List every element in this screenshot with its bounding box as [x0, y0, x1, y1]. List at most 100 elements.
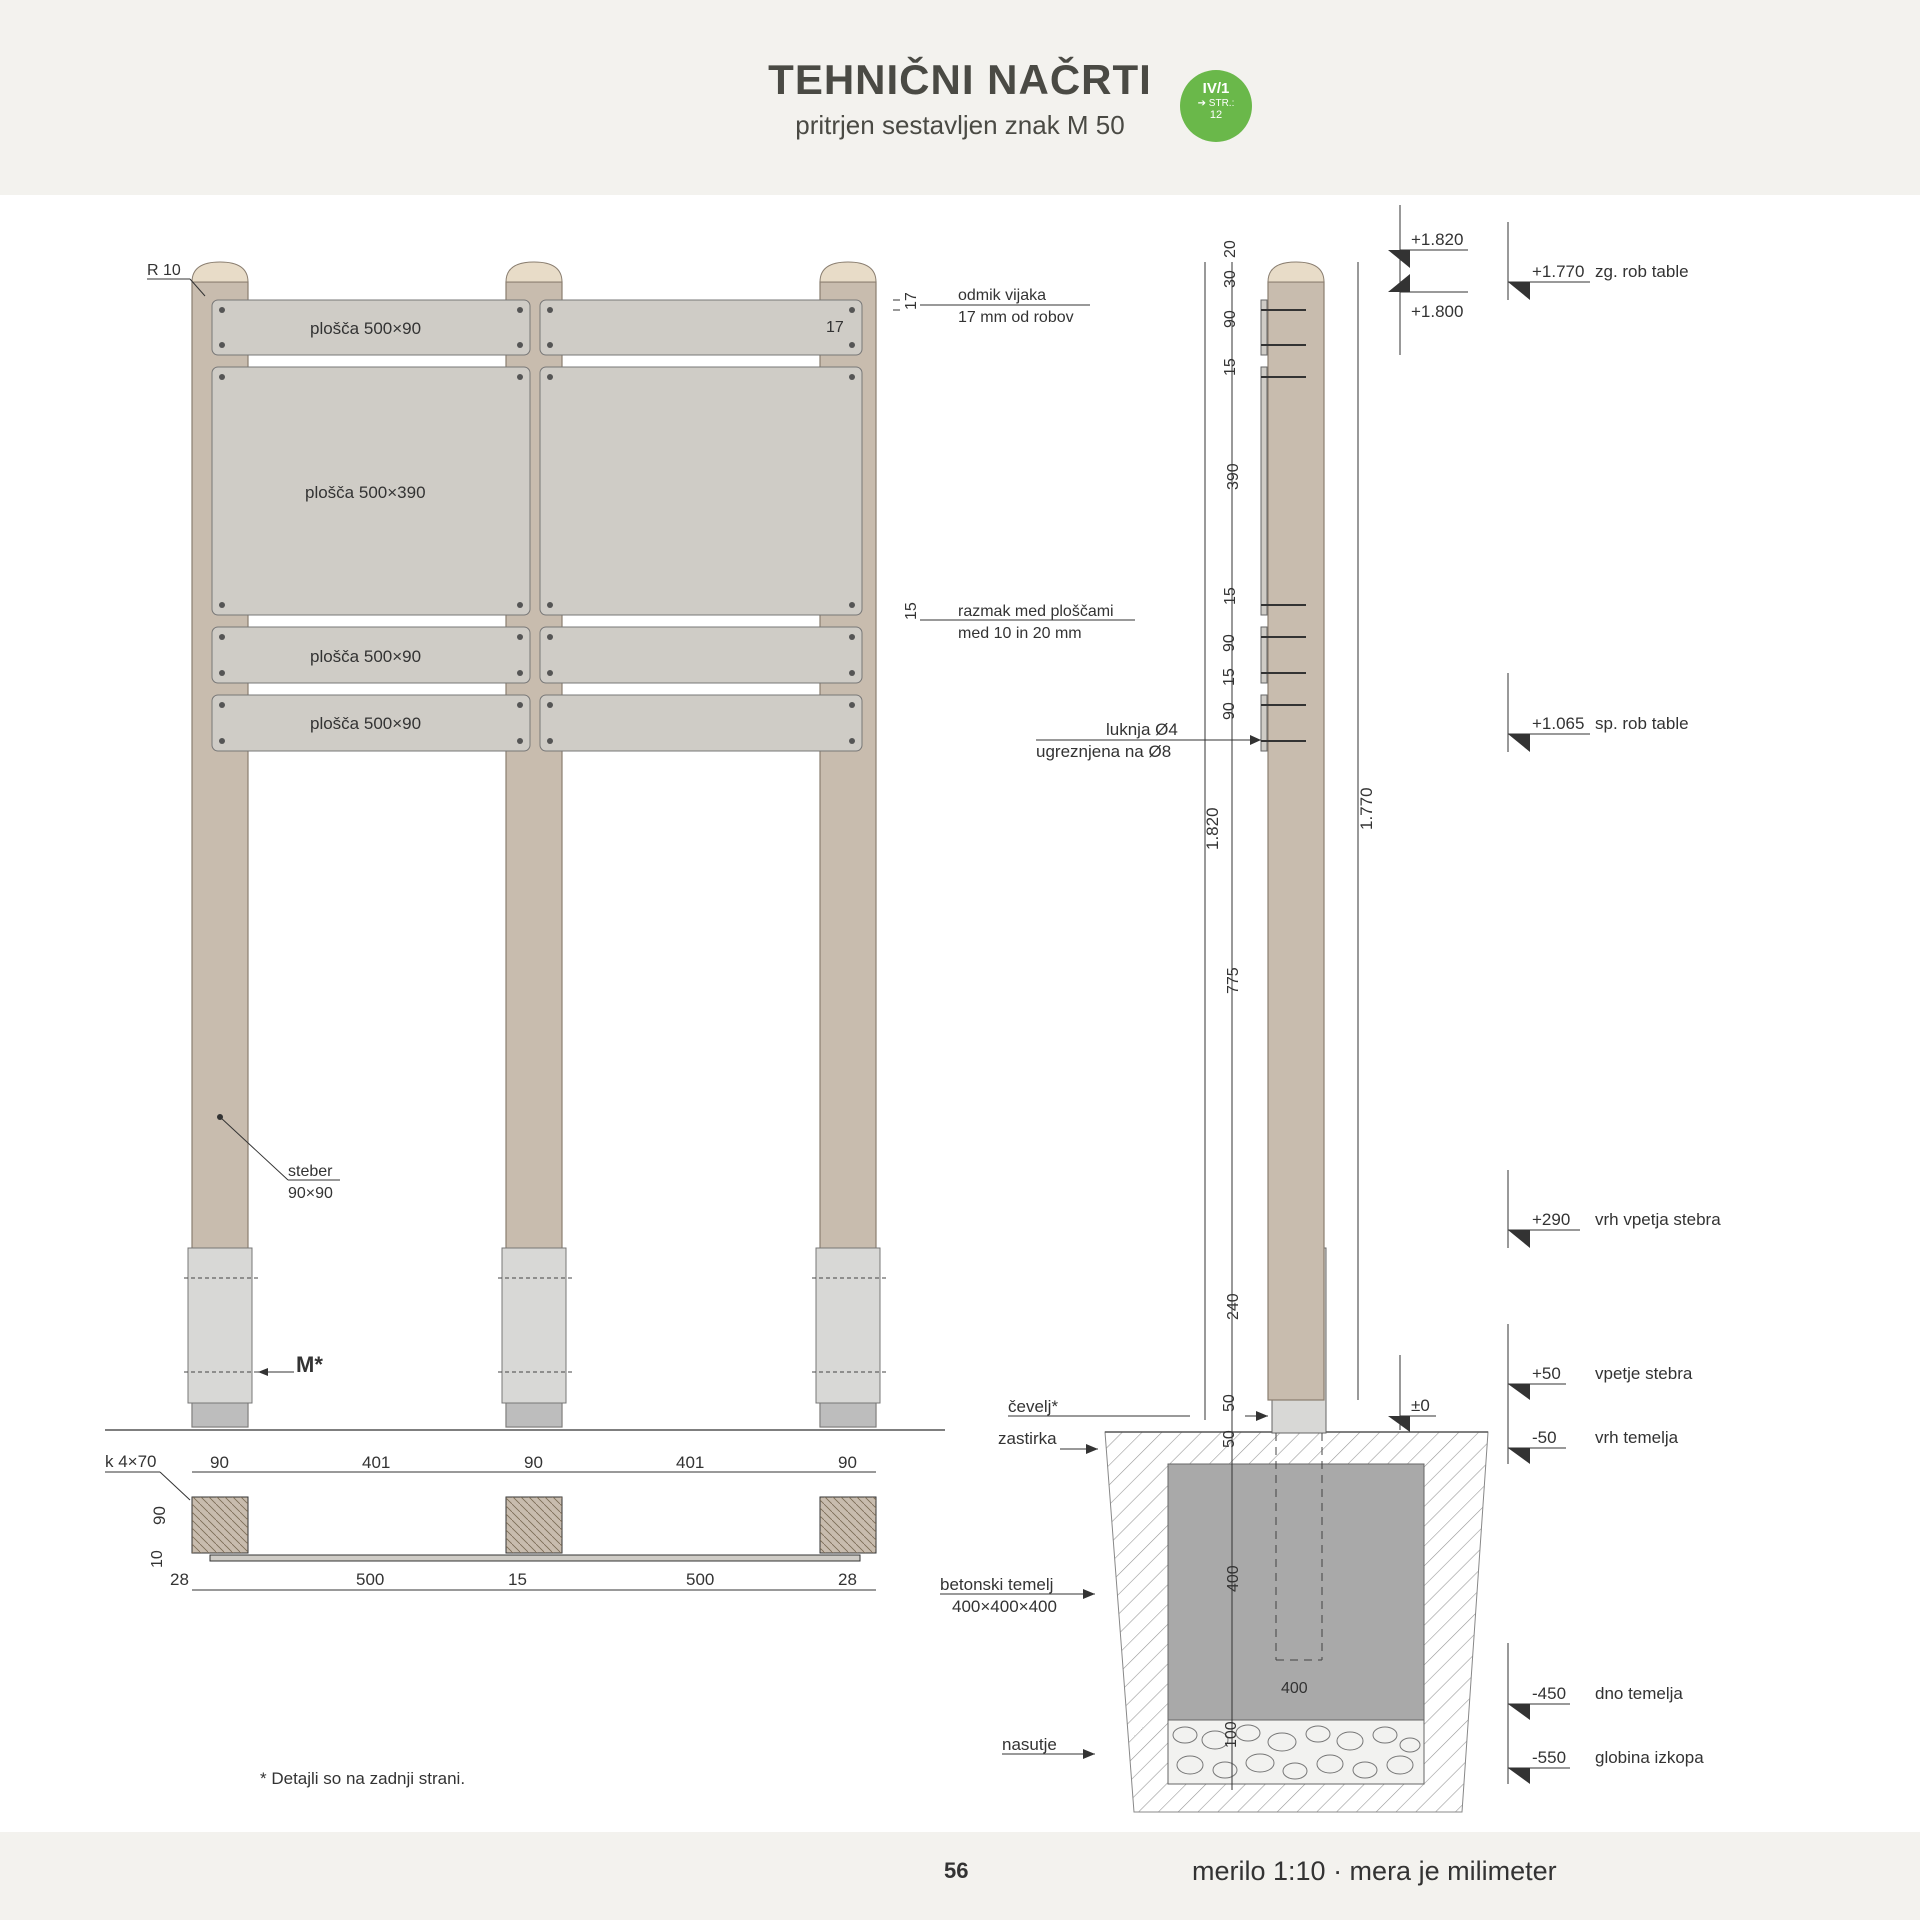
gap-label-2: med 10 in 20 mm — [958, 625, 1082, 642]
plate-low-label: plošča 500×90 — [310, 714, 421, 733]
level-50-desc: vpetje stebra — [1595, 1364, 1693, 1383]
plate-big-label: plošča 500×390 — [305, 483, 426, 502]
plate-mid-left — [211, 626, 531, 684]
fill-layer — [1167, 1719, 1425, 1785]
mulch-label: zastirka — [998, 1429, 1057, 1448]
dim-90a: 90 — [1222, 310, 1239, 328]
foundation-label-1: betonski temelj — [940, 1575, 1053, 1594]
dim-total-right: 1.770 — [1357, 787, 1376, 830]
elev-top-1: +1.820 — [1411, 230, 1463, 249]
post-shoe-bolts — [184, 1277, 886, 1373]
dim-30: 30 — [1222, 270, 1239, 288]
front-view: plošča 500×90 plošča 500×390 plošča 500×… — [105, 261, 1135, 1788]
level-1065: +1.065 sp. rob table — [1507, 673, 1689, 752]
dim-90c: 90 — [1221, 702, 1238, 720]
plan-top-dim-5: 90 — [838, 1453, 857, 1472]
elev-zero: ±0 — [1411, 1396, 1430, 1415]
plate-mid-label: plošča 500×90 — [310, 647, 421, 666]
radius-label: R 10 — [147, 262, 181, 279]
dim-100: 100 — [1223, 1721, 1240, 1748]
plate-mid-right — [539, 626, 863, 684]
plan-bottom-dim-3: 15 — [508, 1570, 527, 1589]
screw-offset-label-1: odmik vijaka — [958, 287, 1046, 304]
level-1770: +1.770 zg. rob table — [1507, 222, 1689, 300]
side-post — [1267, 281, 1325, 1401]
badge-page: 12 — [1209, 109, 1223, 121]
screw-label: k 4×70 — [105, 1452, 157, 1471]
plate-top-label: plošča 500×90 — [310, 319, 421, 338]
plan-side-dim-10: 10 — [149, 1550, 166, 1568]
plan-bottom-dim-1: 28 — [170, 1570, 189, 1589]
plate-big-right — [539, 366, 863, 616]
scale-note: merilo 1:10 · mera je milimeter — [1192, 1856, 1557, 1886]
level-290-value: +290 — [1532, 1210, 1570, 1229]
level-minus-50: -50 vrh temelja — [1507, 1400, 1679, 1464]
footer-band — [0, 1832, 1920, 1920]
level-290: +290 vrh vpetja stebra — [1507, 1170, 1721, 1248]
detail-mark: M* — [296, 1352, 323, 1377]
screw-offset-label-2: 17 mm od robov — [958, 309, 1074, 326]
level-50-value: +50 — [1532, 1364, 1561, 1383]
level-1770-desc: zg. rob table — [1595, 262, 1689, 281]
level-minus-550-value: -550 — [1532, 1748, 1566, 1767]
dim-400-horizontal: 400 — [1281, 1680, 1308, 1697]
level-markers: +1.770 zg. rob table +1.065 sp. rob tabl… — [1507, 222, 1721, 1784]
side-screws — [1261, 309, 1306, 742]
page-title: TEHNIČNI NAČRTI — [768, 56, 1152, 103]
dim-50a: 50 — [1221, 1394, 1238, 1412]
plate-screws — [219, 307, 855, 744]
plan-top-dim-2: 401 — [362, 1453, 390, 1472]
level-minus-450-value: -450 — [1532, 1684, 1566, 1703]
level-minus-50-desc: vrh temelja — [1595, 1428, 1679, 1447]
elev-top-2: +1.800 — [1411, 302, 1463, 321]
plate-low-left — [211, 694, 531, 752]
plate-top-left — [211, 299, 531, 356]
shoe-label: čevelj* — [1008, 1397, 1058, 1416]
header-band — [0, 0, 1920, 195]
level-1065-value: +1.065 — [1532, 714, 1584, 733]
plate-big-left — [211, 366, 531, 616]
dim-total-left: 1.820 — [1203, 807, 1222, 850]
dim-390: 390 — [1225, 463, 1242, 490]
plan-top-dim-4: 401 — [676, 1453, 704, 1472]
section-badge: IV/1 ➔ STR.: 12 — [1180, 70, 1252, 142]
hole-label-2: ugreznjena na Ø8 — [1036, 742, 1171, 761]
level-minus-50-value: -50 — [1532, 1428, 1557, 1447]
side-plates — [1260, 299, 1268, 752]
dim-15b: 15 — [1222, 587, 1239, 605]
plan-plates — [209, 1554, 861, 1562]
fill-label: nasutje — [1002, 1735, 1057, 1754]
dim-15a: 15 — [1222, 358, 1239, 376]
footnote: * Detajli so na zadnji strani. — [260, 1769, 465, 1788]
screw-offset-dim: 17 — [826, 319, 844, 336]
level-minus-450: -450 dno temelja — [1507, 1643, 1683, 1720]
post-shoes — [187, 1247, 881, 1428]
plan-bottom-dim-2: 500 — [356, 1570, 384, 1589]
dim-90b: 90 — [1221, 634, 1238, 652]
gap-dim: 15 — [903, 602, 920, 620]
concrete-foundation — [1167, 1463, 1425, 1721]
gap-label-1: razmak med ploščami — [958, 603, 1114, 620]
dim-15c: 15 — [1221, 668, 1238, 686]
plan-side-dim-90: 90 — [150, 1506, 169, 1525]
plate-low-right — [539, 694, 863, 752]
level-1065-desc: sp. rob table — [1595, 714, 1689, 733]
page-subtitle: pritrjen sestavljen znak M 50 — [795, 110, 1125, 140]
plan-top-dim-1: 90 — [210, 1453, 229, 1472]
plan-post-sections — [191, 1496, 877, 1554]
post-label-1: steber — [288, 1163, 333, 1180]
page-number: 56 — [944, 1858, 969, 1883]
level-minus-550-desc: globina izkopa — [1595, 1748, 1704, 1767]
level-290-desc: vrh vpetja stebra — [1595, 1210, 1721, 1229]
badge-code: IV/1 — [1202, 80, 1230, 97]
plate-top-right — [539, 299, 863, 356]
dim-400-vertical: 400 — [1225, 1565, 1242, 1592]
dim-240: 240 — [1225, 1293, 1242, 1320]
post-label-2: 90×90 — [288, 1185, 333, 1202]
fill-stones — [1172, 1724, 1421, 1780]
plan-view: k 4×70 90 401 90 401 90 90 10 28 500 15 … — [105, 1452, 877, 1591]
dim-50b: 50 — [1221, 1430, 1238, 1448]
foundation-label-2: 400×400×400 — [952, 1597, 1057, 1616]
plan-top-dim-3: 90 — [524, 1453, 543, 1472]
